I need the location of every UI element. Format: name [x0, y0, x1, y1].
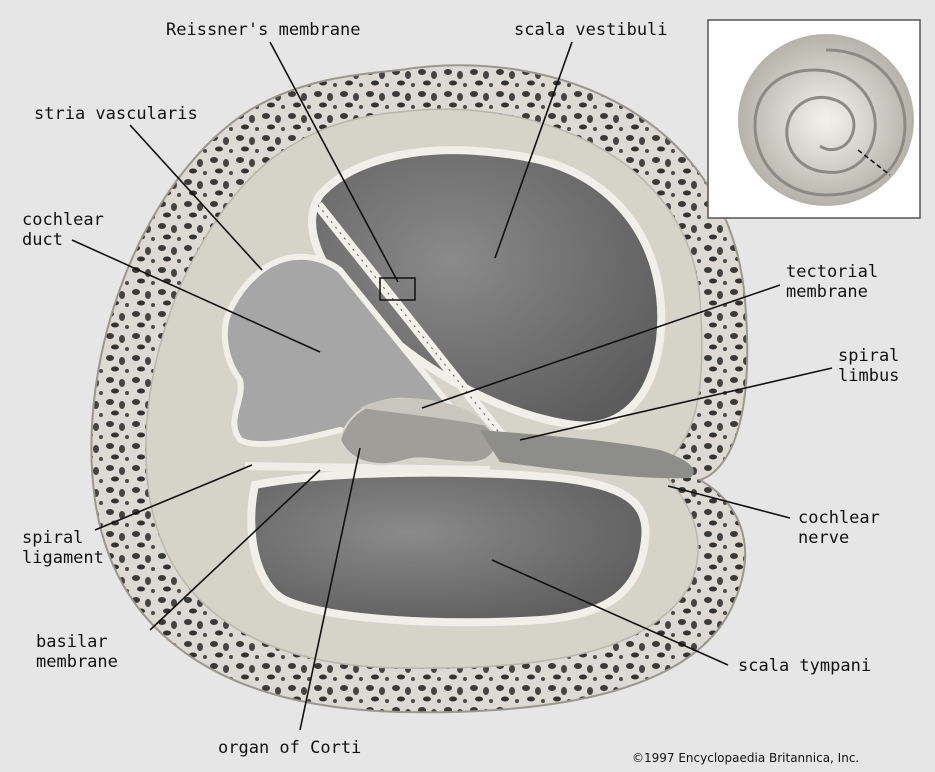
inset-cochlea-spiral: [738, 34, 914, 206]
scala-tympani-chamber: [251, 473, 645, 623]
copyright-notice: ©1997 Encyclopaedia Britannica, Inc.: [632, 751, 859, 765]
label-cochlear-nerve: cochlear nerve: [798, 508, 880, 548]
label-stria-vascularis: stria vascularis: [34, 104, 198, 124]
basilar-membrane-band: [245, 466, 490, 470]
label-scala-vestibuli: scala vestibuli: [514, 20, 668, 40]
label-spiral-limbus: spiral limbus: [838, 346, 899, 386]
label-spiral-ligament: spiral ligament: [22, 528, 104, 568]
label-reissners-membrane: Reissner's membrane: [166, 20, 360, 40]
label-cochlear-duct: cochlear duct: [22, 210, 104, 250]
label-tectorial-membrane: tectorial membrane: [786, 262, 878, 302]
label-organ-of-corti: organ of Corti: [218, 738, 361, 758]
label-scala-tympani: scala tympani: [738, 656, 871, 676]
label-basilar-membrane: basilar membrane: [36, 632, 118, 672]
